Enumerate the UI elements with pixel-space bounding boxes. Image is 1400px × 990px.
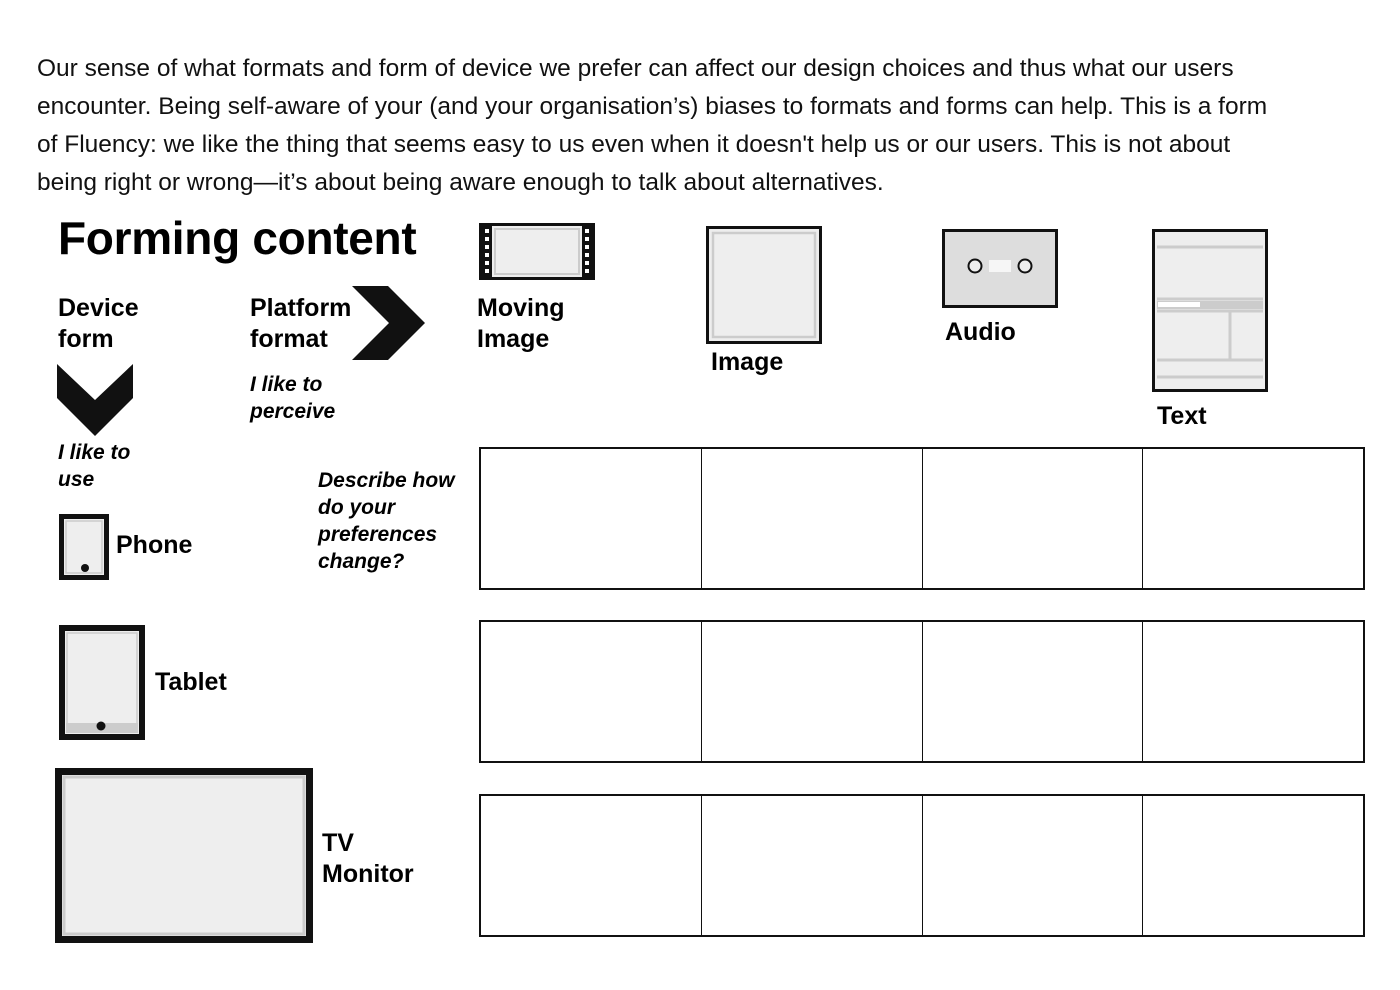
audio-label: Audio [945, 318, 1016, 346]
audio-response-cell[interactable] [923, 796, 1144, 935]
platform-format-label: Platform format [250, 293, 351, 355]
prompt-line: preferences [318, 523, 438, 546]
chevron-right-icon [352, 286, 425, 360]
image-frame-icon [706, 226, 822, 344]
moving-image-label-line: Image [477, 325, 550, 353]
device-sublabel-line: use [58, 468, 95, 491]
text-response-cell[interactable] [1143, 796, 1363, 935]
intro-line: Our sense of what formats and form of de… [37, 55, 1234, 82]
moving-image-label: Moving Image [477, 293, 565, 355]
text-response-cell[interactable] [1143, 622, 1363, 761]
device-form-label-line: Device [58, 294, 139, 322]
device-form-label-line: form [58, 325, 114, 353]
image-response-cell[interactable] [702, 796, 923, 935]
image-response-cell[interactable] [702, 622, 923, 761]
chevron-down-icon [57, 364, 133, 436]
image-response-cell[interactable] [702, 449, 923, 588]
platform-sublabel: I like to perceive [250, 371, 335, 425]
prompt-line: do your [318, 496, 395, 519]
tv-monitor-label-line: TV [322, 829, 354, 857]
phone-response-row [479, 447, 1365, 590]
prompt-line: Describe how [318, 469, 455, 492]
tablet-response-row [479, 620, 1365, 763]
device-sublabel: I like to use [58, 439, 130, 493]
tv-monitor-icon [55, 768, 313, 943]
moving-image-response-cell[interactable] [481, 796, 702, 935]
device-form-label: Device form [58, 293, 139, 355]
audio-response-cell[interactable] [923, 622, 1144, 761]
platform-format-label-line: Platform [250, 294, 352, 322]
cassette-icon [942, 229, 1058, 308]
platform-format-label-line: format [250, 325, 328, 353]
moving-image-label-line: Moving [477, 294, 565, 322]
moving-image-response-cell[interactable] [481, 622, 702, 761]
intro-line: of Fluency: we like the thing that seems… [37, 131, 1231, 158]
intro-line: being right or wrong—it’s about being aw… [37, 169, 884, 196]
text-label: Text [1157, 402, 1207, 430]
platform-sublabel-line: I like to [250, 373, 323, 396]
tv-monitor-response-row [479, 794, 1365, 937]
phone-label: Phone [116, 531, 193, 559]
audio-response-cell[interactable] [923, 449, 1144, 588]
device-sublabel-line: I like to [58, 441, 131, 464]
prompt-line: change? [318, 550, 405, 573]
tablet-icon [59, 625, 145, 740]
text-document-icon [1152, 229, 1268, 392]
tv-monitor-label: TV Monitor [322, 828, 414, 890]
tv-monitor-label-line: Monitor [322, 860, 414, 888]
intro-paragraph: Our sense of what formats and form of de… [37, 50, 1377, 202]
moving-image-response-cell[interactable] [481, 449, 702, 588]
film-strip-icon [479, 223, 595, 280]
tablet-label: Tablet [155, 668, 227, 696]
page-title: Forming content [58, 212, 417, 264]
intro-line: encounter. Being self-aware of your (and… [37, 93, 1268, 120]
text-response-cell[interactable] [1143, 449, 1363, 588]
image-label: Image [711, 348, 784, 376]
platform-sublabel-line: perceive [250, 400, 336, 423]
phone-icon [59, 514, 109, 580]
prompt-text: Describe how do your preferences change? [318, 467, 455, 575]
